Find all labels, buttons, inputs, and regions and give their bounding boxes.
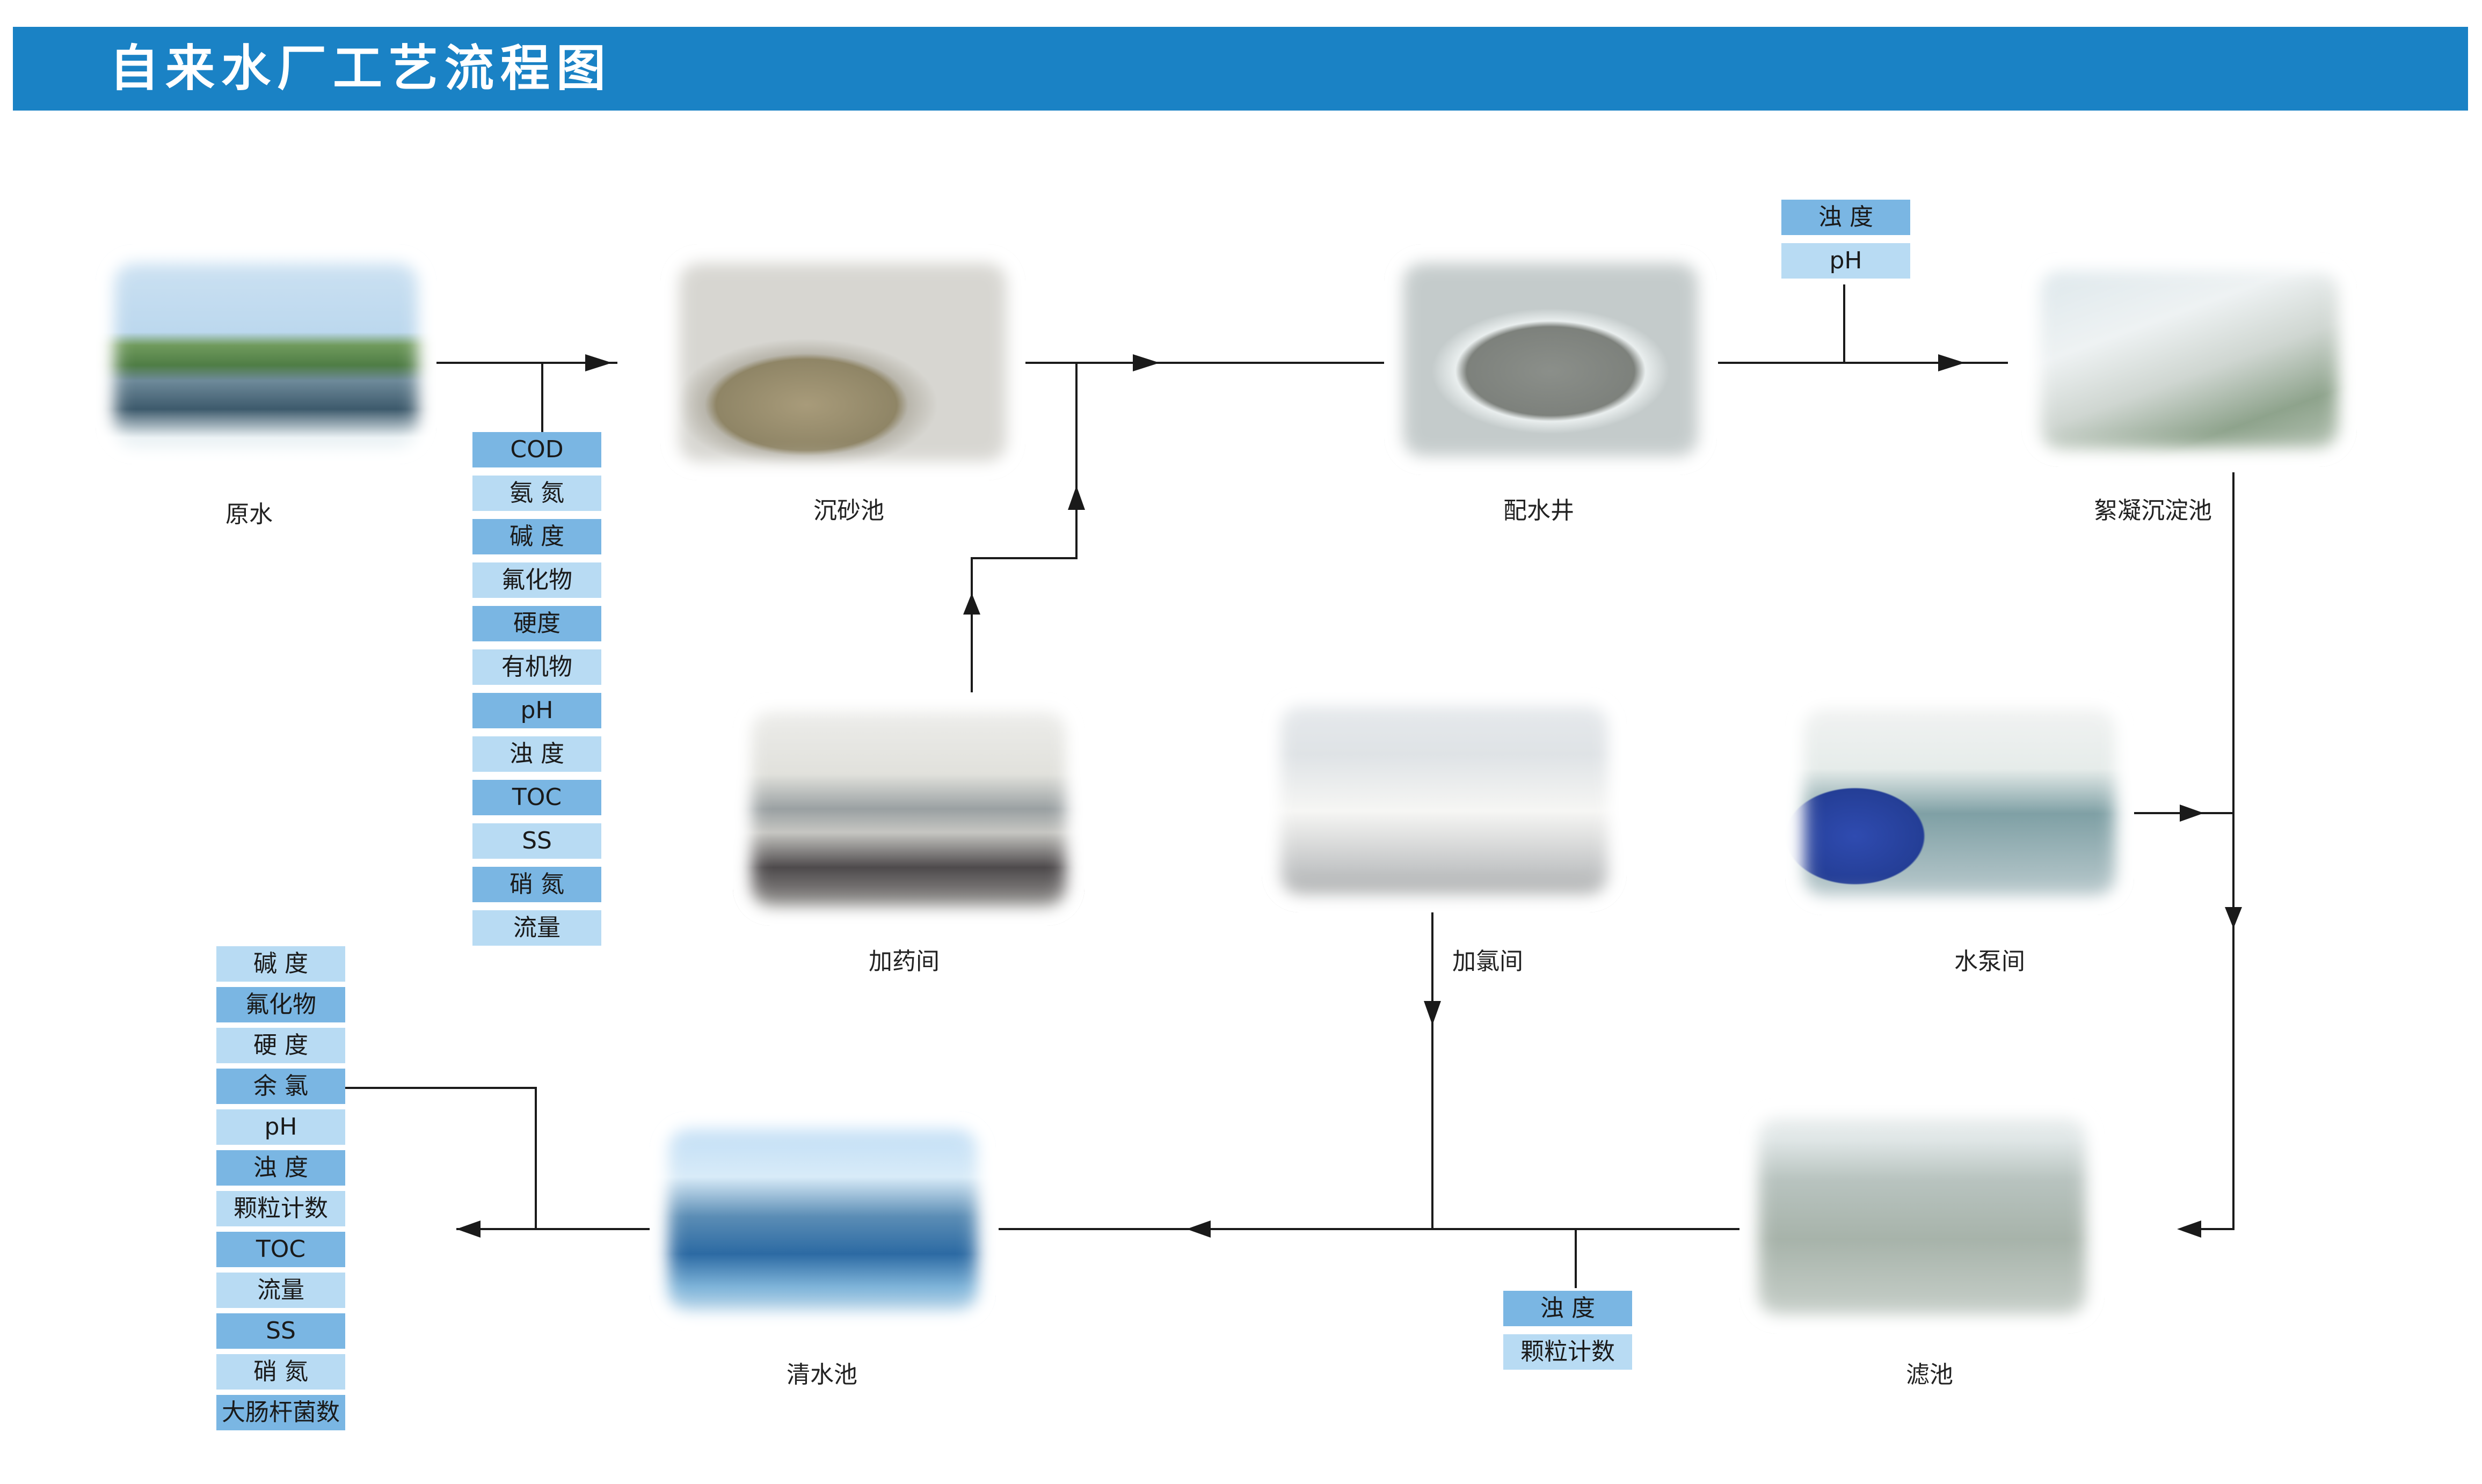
param-residual-chlorine: 余 氯 bbox=[216, 1069, 345, 1104]
param-toc: TOC bbox=[472, 780, 601, 815]
pump-room-photo bbox=[1785, 690, 2134, 915]
label-chlorination-room: 加氯间 bbox=[1452, 948, 1523, 975]
chlorination-room-photo bbox=[1262, 687, 1627, 912]
param-turbidity: 浊 度 bbox=[472, 736, 601, 772]
param-fluoride: 氟化物 bbox=[472, 562, 601, 598]
arrow-dosing-2 bbox=[1068, 486, 1085, 510]
param-ph: pH bbox=[1781, 243, 1910, 279]
param-nitrate: 硝 氮 bbox=[472, 867, 601, 902]
arrow-chlorine bbox=[1424, 1001, 1441, 1025]
param-ammonia: 氨 氮 bbox=[472, 476, 601, 511]
dosing-room-photo bbox=[733, 692, 1084, 926]
line-dosing-up bbox=[971, 363, 1078, 692]
param-hardness: 硬 度 bbox=[216, 1028, 345, 1063]
line-output-params bbox=[344, 1087, 537, 1229]
param-alkalinity: 碱 度 bbox=[472, 519, 601, 554]
param-particle-count: 颗粒计数 bbox=[1503, 1334, 1632, 1370]
param-cod: COD bbox=[472, 432, 601, 467]
label-dosing-room: 加药间 bbox=[869, 948, 940, 975]
arrow-floc-down bbox=[2225, 907, 2242, 929]
raw-water-photo bbox=[96, 244, 436, 464]
param-ss: SS bbox=[216, 1313, 345, 1349]
param-coliform: 大肠杆菌数 bbox=[216, 1395, 345, 1430]
param-fluoride: 氟化物 bbox=[216, 987, 345, 1022]
param-alkalinity: 碱 度 bbox=[216, 946, 345, 982]
filter-tank-photo bbox=[1739, 1098, 2105, 1334]
arrow-raw-to-grit bbox=[585, 354, 612, 371]
param-turbidity: 浊 度 bbox=[1503, 1291, 1632, 1326]
param-organics: 有机物 bbox=[472, 649, 601, 685]
param-particle-count: 颗粒计数 bbox=[216, 1191, 345, 1226]
line-floc-down bbox=[2180, 472, 2234, 1230]
arrow-well-to-floc bbox=[1938, 354, 1965, 371]
arrow-dosing-1 bbox=[963, 593, 980, 615]
param-turbidity: 浊 度 bbox=[216, 1150, 345, 1186]
header-bar: 自来水厂工艺流程图 bbox=[13, 27, 2468, 111]
grit-chamber-photo bbox=[660, 244, 1025, 480]
param-turbidity: 浊 度 bbox=[1781, 200, 1910, 235]
flocculation-tank-photo bbox=[2021, 252, 2357, 467]
label-filter-tank: 滤池 bbox=[1906, 1361, 1953, 1388]
param-ph: pH bbox=[216, 1109, 345, 1145]
label-distribution-well: 配水井 bbox=[1503, 497, 1574, 524]
label-pump-room: 水泵间 bbox=[1954, 948, 2025, 975]
arrow-filter-to-clear bbox=[1187, 1220, 1211, 1238]
param-ph: pH bbox=[472, 693, 601, 728]
param-toc: TOC bbox=[216, 1232, 345, 1267]
param-flow: 流量 bbox=[472, 910, 601, 946]
label-grit-chamber: 沉砂池 bbox=[813, 497, 884, 524]
label-clear-water-tank: 清水池 bbox=[787, 1361, 857, 1388]
label-flocculation-tank: 絮凝沉淀池 bbox=[2094, 497, 2212, 524]
arrow-out bbox=[456, 1220, 481, 1238]
page-title: 自来水厂工艺流程图 bbox=[110, 40, 613, 97]
arrow-into-filter bbox=[2177, 1220, 2201, 1238]
clear-water-tank-photo bbox=[650, 1111, 996, 1331]
arrow-grit-to-well bbox=[1133, 354, 1160, 371]
param-hardness: 硬度 bbox=[472, 606, 601, 641]
arrow-pump bbox=[2180, 805, 2204, 822]
label-raw-water: 原水 bbox=[225, 501, 273, 528]
param-ss: SS bbox=[472, 823, 601, 859]
param-nitrate: 硝 氮 bbox=[216, 1354, 345, 1390]
param-flow: 流量 bbox=[216, 1273, 345, 1308]
distribution-well-photo bbox=[1384, 244, 1717, 475]
